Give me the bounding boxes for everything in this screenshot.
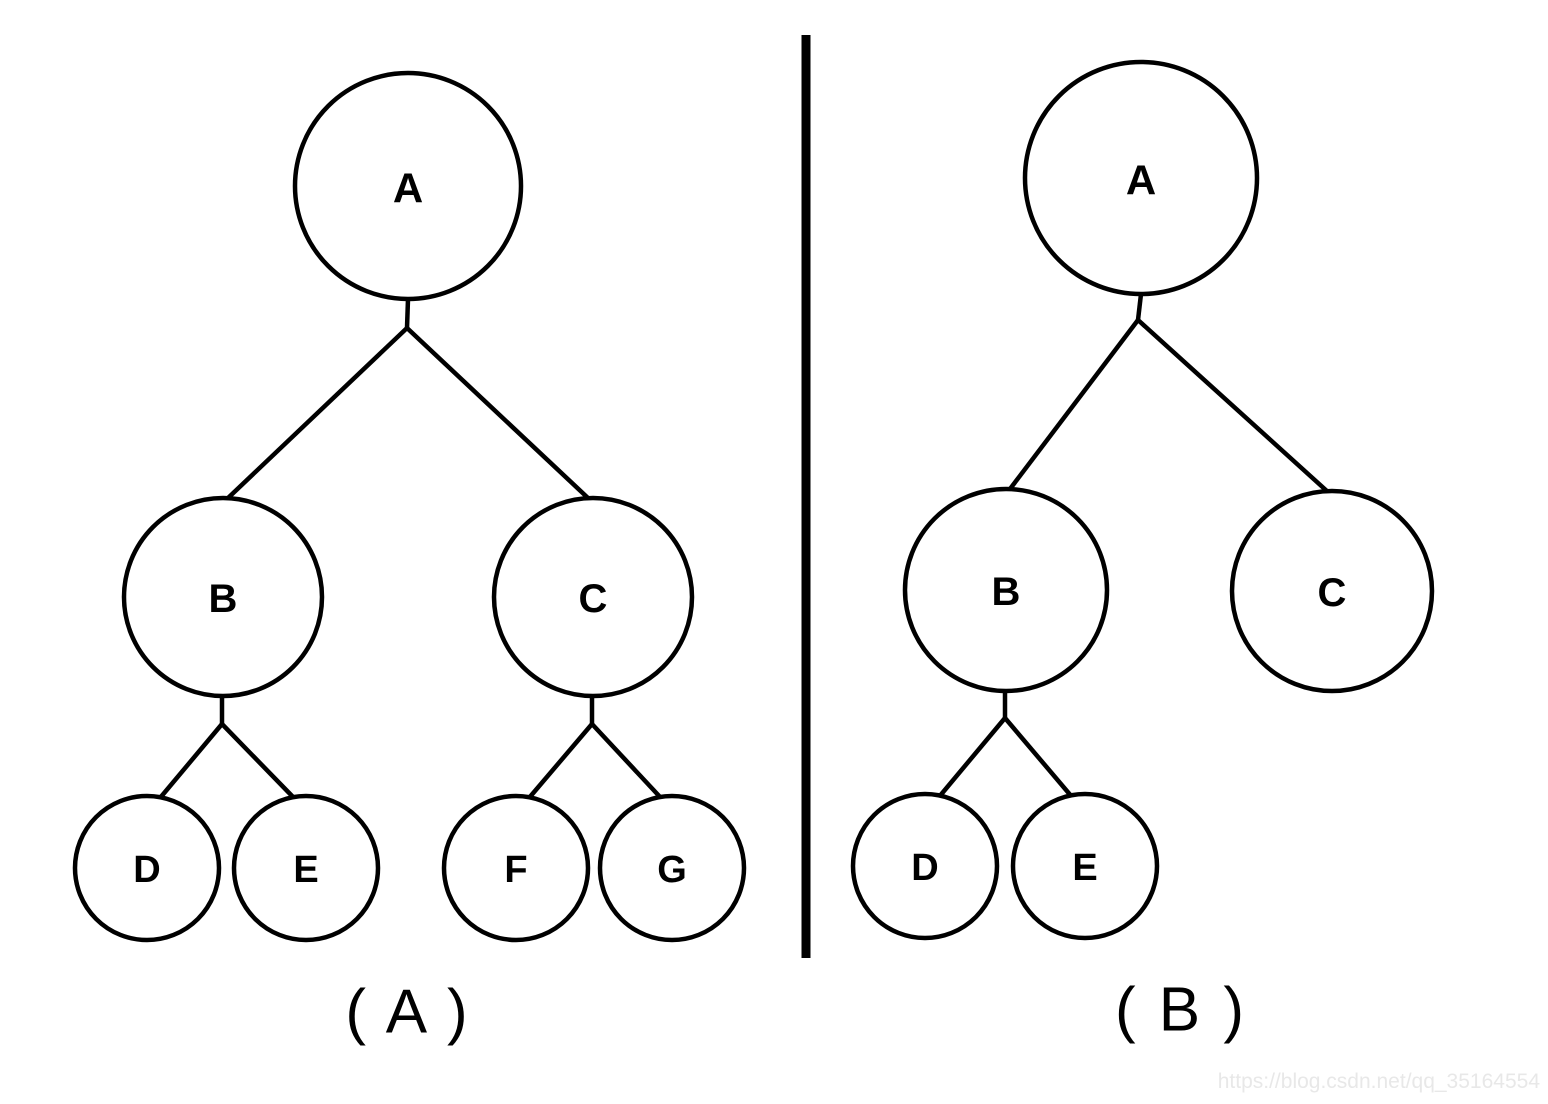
- b-edge-b-e: [1003, 716, 1074, 799]
- node-b-b[interactable]: B: [902, 486, 1110, 694]
- b-edge-root-c: [1136, 318, 1330, 494]
- a-root-label: A: [393, 165, 423, 212]
- b-root-circle[interactable]: [1022, 59, 1260, 297]
- b-edge-root-stem: [1135, 293, 1144, 321]
- a-edge-root-c: [405, 326, 590, 500]
- node-a-e[interactable]: E: [231, 793, 381, 943]
- a-f-circle[interactable]: [441, 793, 591, 943]
- b-b-circle[interactable]: [902, 486, 1110, 694]
- a-c-label: C: [579, 577, 608, 621]
- a-edge-c-f: [527, 722, 594, 800]
- a-root-circle[interactable]: [292, 70, 524, 302]
- a-e-label: E: [293, 849, 318, 891]
- b-b-label: B: [992, 570, 1021, 614]
- b-edge-root-b: [1008, 318, 1140, 491]
- a-edge-b-d: [158, 722, 224, 800]
- watermark-text: https://blog.csdn.net/qq_35164554: [1218, 1070, 1541, 1093]
- panel-b-caption: ( B ): [1115, 976, 1247, 1045]
- a-f-label: F: [504, 849, 527, 891]
- node-a-root[interactable]: A: [292, 70, 524, 302]
- a-d-circle[interactable]: [72, 793, 222, 943]
- node-a-f[interactable]: F: [441, 793, 591, 943]
- a-e-circle[interactable]: [231, 793, 381, 943]
- a-d-label: D: [133, 849, 160, 891]
- b-d-label: D: [911, 847, 938, 889]
- panel-b: A B C D E ( B ): [850, 59, 1435, 1045]
- node-a-c[interactable]: C: [491, 495, 695, 699]
- b-edge-b-d: [937, 716, 1007, 799]
- node-a-g[interactable]: G: [597, 793, 747, 943]
- panel-a: A B C D E F G ( A ): [72, 70, 747, 1047]
- a-edge-root-b: [226, 326, 409, 500]
- node-b-root[interactable]: A: [1022, 59, 1260, 297]
- b-e-label: E: [1072, 847, 1097, 889]
- a-b-label: B: [209, 577, 238, 621]
- b-c-circle[interactable]: [1229, 488, 1435, 694]
- node-b-c[interactable]: C: [1229, 488, 1435, 694]
- node-a-d[interactable]: D: [72, 793, 222, 943]
- a-edge-c-g: [590, 722, 663, 800]
- b-d-circle[interactable]: [850, 791, 1000, 941]
- b-root-label: A: [1126, 157, 1156, 204]
- a-edge-root-stem: [404, 298, 411, 329]
- a-g-label: G: [657, 849, 687, 891]
- node-a-b[interactable]: B: [121, 495, 325, 699]
- a-g-circle[interactable]: [597, 793, 747, 943]
- node-b-d[interactable]: D: [850, 791, 1000, 941]
- b-c-label: C: [1318, 571, 1347, 615]
- panel-a-caption: ( A ): [345, 978, 470, 1047]
- b-e-circle[interactable]: [1010, 791, 1160, 941]
- a-edge-b-e: [220, 722, 296, 800]
- a-c-circle[interactable]: [491, 495, 695, 699]
- node-b-e[interactable]: E: [1010, 791, 1160, 941]
- a-b-circle[interactable]: [121, 495, 325, 699]
